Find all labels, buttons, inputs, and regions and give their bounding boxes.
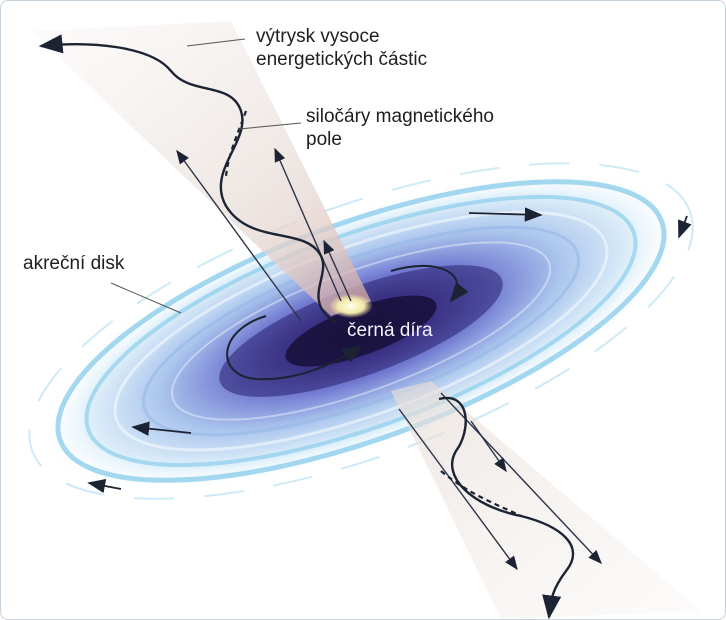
field-label-line2: pole: [306, 129, 342, 150]
field-label-line1: siločáry magnetického: [306, 106, 494, 127]
leader-jet: [186, 38, 246, 47]
jet-arrows-lower: [398, 392, 602, 571]
leader-field: [238, 122, 302, 130]
disk-arrow-top: [468, 207, 543, 222]
jet-lower: [391, 381, 701, 619]
jet-label: výtrysk vysoce energetických částic: [256, 25, 427, 71]
disk-arrow-left: [131, 421, 192, 436]
disk-label: akreční disk: [23, 253, 125, 274]
jet-arrows-upper: [176, 147, 352, 322]
accretion-disk: [28, 162, 694, 500]
field-line-lower: [438, 396, 575, 619]
jet-label-line1: výtrysk vysoce: [256, 26, 380, 47]
disk-arrow-right: [678, 215, 692, 239]
core-glow: [329, 294, 373, 318]
jet-label-line2: energetických částic: [256, 49, 428, 70]
jet-upper: [31, 21, 371, 316]
rotation-arrow-front: [226, 315, 363, 381]
black-hole-label: černá díra: [347, 320, 433, 341]
leader-disk: [110, 282, 182, 314]
rotation-arrow-back: [390, 264, 469, 303]
disk-arrow-bottom: [87, 478, 122, 494]
field-label: siločáry magnetického pole: [306, 105, 494, 151]
